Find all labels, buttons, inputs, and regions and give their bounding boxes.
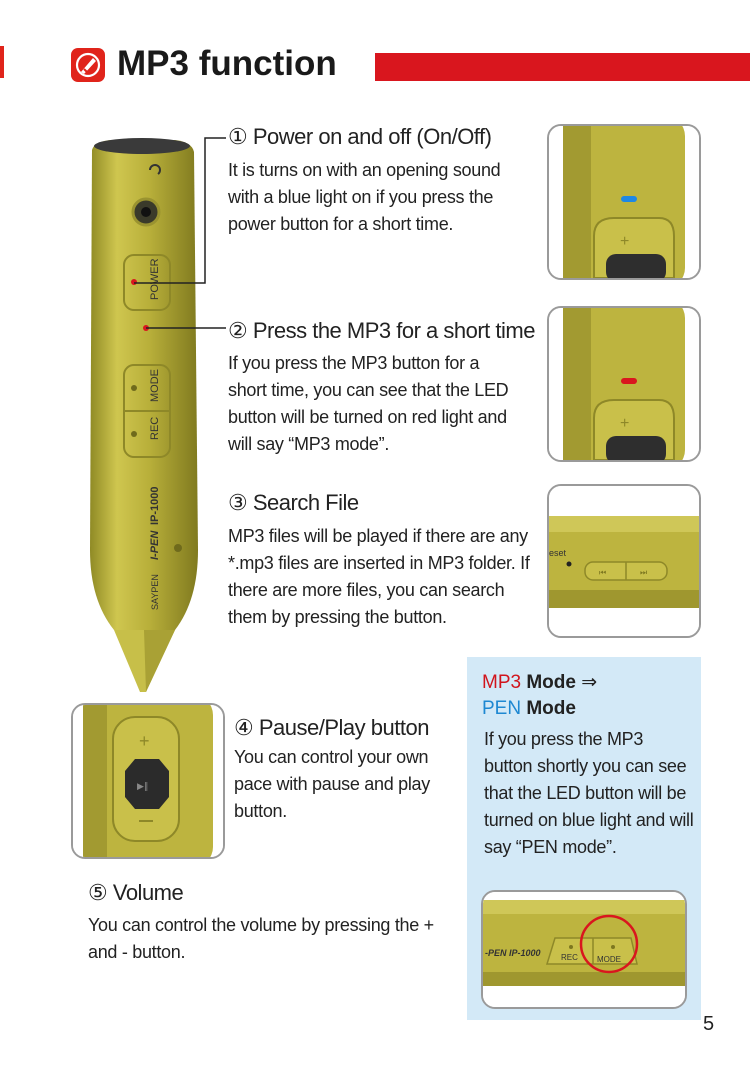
- red-led-photo: +: [547, 306, 701, 462]
- section-2-text: If you press the MP3 button for a short …: [228, 353, 509, 454]
- mode-button-photo: -PEN IP-1000 REC MODE: [481, 890, 687, 1009]
- svg-text:+: +: [620, 415, 629, 432]
- mp3-mode-line: MP3 Mode ⇒: [482, 672, 598, 693]
- page-number: 5: [703, 1013, 715, 1035]
- pen-logo-label: SAYPEN: [150, 574, 160, 610]
- header-red-bar: [375, 53, 750, 81]
- pen-mode-line: PEN Mode: [482, 698, 576, 719]
- pen-illustration: POWER MODE REC IP-1000 I-PEN SAYPEN: [90, 138, 198, 692]
- info-box-text: If you press the MP3 button shortly you …: [484, 729, 694, 857]
- svg-text:▶‖: ▶‖: [137, 782, 148, 792]
- model-label: -PEN IP-1000: [485, 948, 541, 958]
- pen-mode-label: MODE: [149, 369, 161, 402]
- section-3-text: MP3 files will be played if there are an…: [228, 526, 530, 627]
- page-title: MP3 function: [117, 44, 337, 83]
- mode-label: MODE: [597, 955, 621, 964]
- header-left-accent: [0, 46, 4, 78]
- pen-brand-label: I-PEN: [149, 530, 161, 560]
- svg-text:⏭: ⏭: [640, 568, 647, 577]
- section-5-title: ⑤ Volume: [88, 880, 184, 905]
- svg-text:⏮: ⏮: [599, 568, 606, 577]
- pen-power-label: POWER: [149, 258, 161, 300]
- svg-text:+: +: [139, 731, 150, 751]
- pen-rec-label: REC: [149, 417, 161, 440]
- svg-text:+: +: [620, 233, 629, 250]
- pause-play-photo: + ▶‖: [71, 703, 225, 859]
- mode-info-box: MP3 Mode ⇒ PEN Mode If you press the MP3…: [467, 657, 701, 1020]
- pen-model-label: IP-1000: [149, 486, 161, 525]
- section-1-text: It is turns on with an opening sound wit…: [228, 160, 501, 234]
- search-buttons-photo: eset ⏮ ⏭: [547, 484, 701, 638]
- section-3-title: ③ Search File: [228, 490, 359, 515]
- section-1-title: ① Power on and off (On/Off): [228, 124, 492, 149]
- reset-label: eset: [549, 548, 567, 558]
- section-4-text: You can control your own pace with pause…: [234, 747, 430, 821]
- blue-led-photo: +: [547, 124, 701, 280]
- rec-label: REC: [561, 953, 578, 962]
- section-4-title: ④ Pause/Play button: [234, 715, 429, 740]
- section-5-text: You can control the volume by pressing t…: [88, 915, 434, 962]
- pen-icon: [71, 48, 105, 82]
- section-2-title: ② Press the MP3 for a short time: [228, 318, 535, 343]
